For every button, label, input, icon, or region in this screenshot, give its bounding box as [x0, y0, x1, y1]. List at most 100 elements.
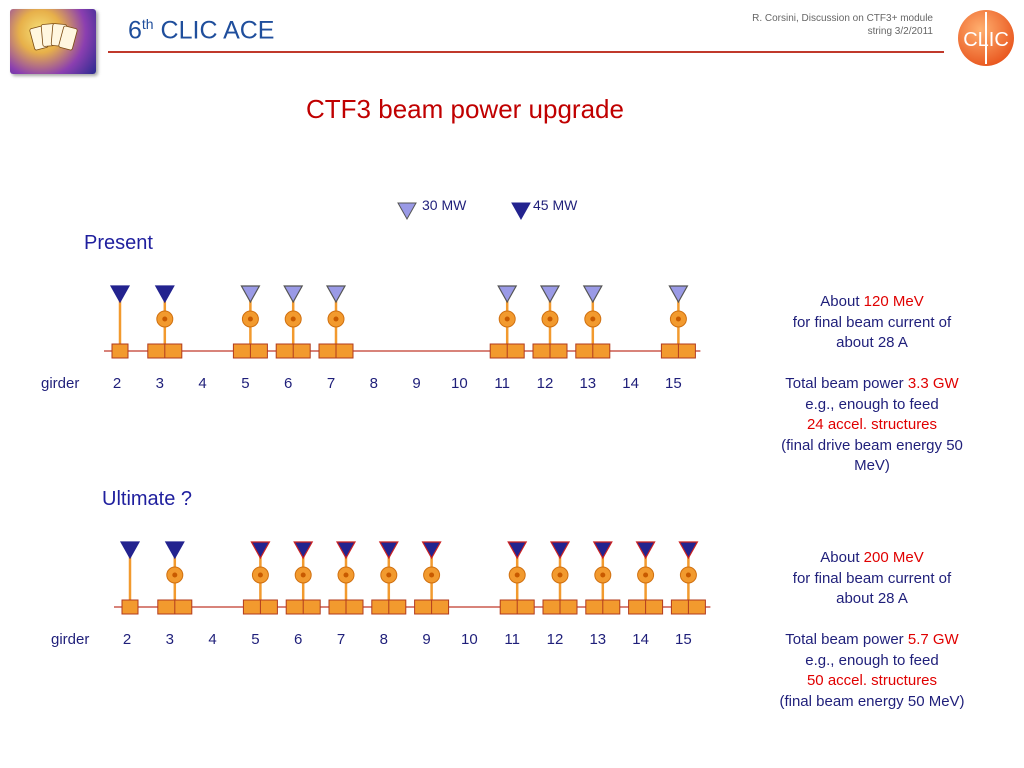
- pulse-compressor-center: [643, 572, 649, 578]
- author-line: R. Corsini, Discussion on CTF3+ module: [752, 13, 933, 24]
- girder-axis-label: girder: [51, 631, 89, 648]
- klystron-triangle-icon: [497, 285, 518, 304]
- girder-axis-label: girder: [41, 375, 79, 392]
- ultimate-structures: 50 accel. structures: [806, 672, 938, 689]
- pulse-compressor-center: [257, 572, 263, 578]
- present-final-energy-2: MeV): [854, 457, 890, 474]
- girder-number: 2: [123, 631, 131, 648]
- girder-5: [232, 285, 268, 359]
- legend-30mw-triangle-icon: [397, 202, 417, 221]
- girder-number: 3: [156, 375, 164, 392]
- girder-number: 14: [632, 631, 649, 648]
- pulse-compressor-center: [590, 316, 596, 322]
- girder-number: 13: [579, 375, 596, 392]
- pulse-compressor-center: [557, 572, 563, 578]
- girder-number: 8: [370, 375, 378, 392]
- girder-number: 6: [294, 631, 302, 648]
- ultimate-energy: About 200 MeV: [820, 549, 924, 566]
- girder-7: [328, 541, 364, 615]
- present-power: Total beam power 3.3 GW: [785, 375, 959, 392]
- girder-number: 4: [198, 375, 206, 392]
- girder-number: 7: [337, 631, 345, 648]
- girder-2: [109, 285, 131, 359]
- pulse-compressor-center: [600, 572, 606, 578]
- present-energy: About 120 MeV: [820, 293, 924, 310]
- girder-11: [489, 285, 525, 359]
- ultimate-power: Total beam power 5.7 GW: [785, 631, 959, 648]
- klystron-triangle-icon: [109, 285, 131, 304]
- girder-9: [414, 541, 450, 615]
- pulse-compressor-center: [247, 316, 253, 322]
- girder-13: [585, 541, 621, 615]
- pulse-compressor-center: [547, 316, 553, 322]
- girder-number: 15: [675, 631, 692, 648]
- klystron-triangle-icon: [119, 541, 141, 560]
- klystron-triangle-icon: [507, 541, 528, 560]
- pulse-compressor-center: [685, 572, 691, 578]
- girder-number: 11: [494, 375, 510, 392]
- girder-number: 8: [380, 631, 388, 648]
- girder-number: 12: [547, 631, 564, 648]
- girder-number: 9: [422, 631, 430, 648]
- girder-15: [660, 285, 696, 359]
- ultimate-feed: e.g., enough to feed: [805, 651, 939, 669]
- pulse-compressor-center: [429, 572, 435, 578]
- girder-7: [318, 285, 354, 359]
- klystron-triangle-icon: [549, 541, 571, 560]
- legend-45mw-label: 45 MW: [533, 198, 578, 213]
- author-date: string 3/2/2011: [867, 26, 933, 37]
- present-feed: e.g., enough to feed: [805, 395, 939, 413]
- klystron-triangle-icon: [283, 285, 304, 304]
- clic-logo-text: CLIC: [963, 29, 1009, 51]
- pulse-compressor-center: [504, 316, 510, 322]
- girder-13: [575, 285, 611, 359]
- klystron-triangle-icon: [678, 541, 699, 560]
- klystron-triangle-icon: [592, 541, 613, 560]
- girder-box: [111, 343, 129, 359]
- pulse-compressor-center: [343, 572, 349, 578]
- girder-number: 11: [504, 631, 520, 648]
- ultimate-summary: About 200 MeV for final beam current of …: [762, 548, 982, 712]
- girder-number: 5: [241, 375, 249, 392]
- girder-number: 14: [622, 375, 639, 392]
- pulse-compressor-center: [172, 572, 178, 578]
- girder-12: [542, 541, 578, 615]
- ultimate-final-energy: (final beam energy 50 MeV): [779, 692, 965, 710]
- pulse-compressor-center: [162, 316, 168, 322]
- klystron-triangle-icon: [240, 285, 261, 304]
- girder-box: [121, 599, 139, 615]
- girder-2: [119, 541, 141, 615]
- girder-15: [670, 541, 706, 615]
- girder-number: 4: [208, 631, 216, 648]
- girder-number: 7: [327, 375, 335, 392]
- present-final-energy-1: (final drive beam energy 50: [781, 436, 963, 454]
- klystron-triangle-icon: [154, 285, 175, 304]
- pulse-compressor-center: [300, 572, 306, 578]
- power-legend: 30 MW 45 MW: [397, 198, 578, 221]
- present-current-line2: about 28 A: [836, 334, 908, 351]
- klystron-triangle-icon: [293, 541, 314, 560]
- playing-cards-icon: [29, 23, 78, 51]
- klystron-triangle-icon: [378, 541, 399, 560]
- slide-title: CTF3 beam power upgrade: [306, 94, 624, 124]
- girder-number: 5: [251, 631, 259, 648]
- girder-number: 3: [166, 631, 174, 648]
- header-divider: [108, 51, 944, 53]
- girder-number: 10: [461, 631, 478, 648]
- girder-5: [242, 541, 278, 615]
- girder-number: 13: [589, 631, 606, 648]
- girder-11: [499, 541, 535, 615]
- present-summary: About 120 MeV for final beam current of …: [762, 292, 982, 477]
- klystron-triangle-icon: [421, 541, 442, 560]
- ultimate-beamline-diagram: girder 2 3 4 5 6 7 8 9 10 11 12 13 14 15: [51, 541, 711, 648]
- klystron-triangle-icon: [635, 541, 656, 560]
- present-current-line1: for final beam current of: [792, 313, 952, 331]
- klystron-triangle-icon: [325, 285, 347, 304]
- girder-6: [275, 285, 311, 359]
- klystron-triangle-icon: [539, 285, 561, 304]
- klystron-triangle-icon: [582, 285, 603, 304]
- girder-number: 15: [665, 375, 682, 392]
- conference-logo: [10, 9, 96, 74]
- pulse-compressor-center: [290, 316, 296, 322]
